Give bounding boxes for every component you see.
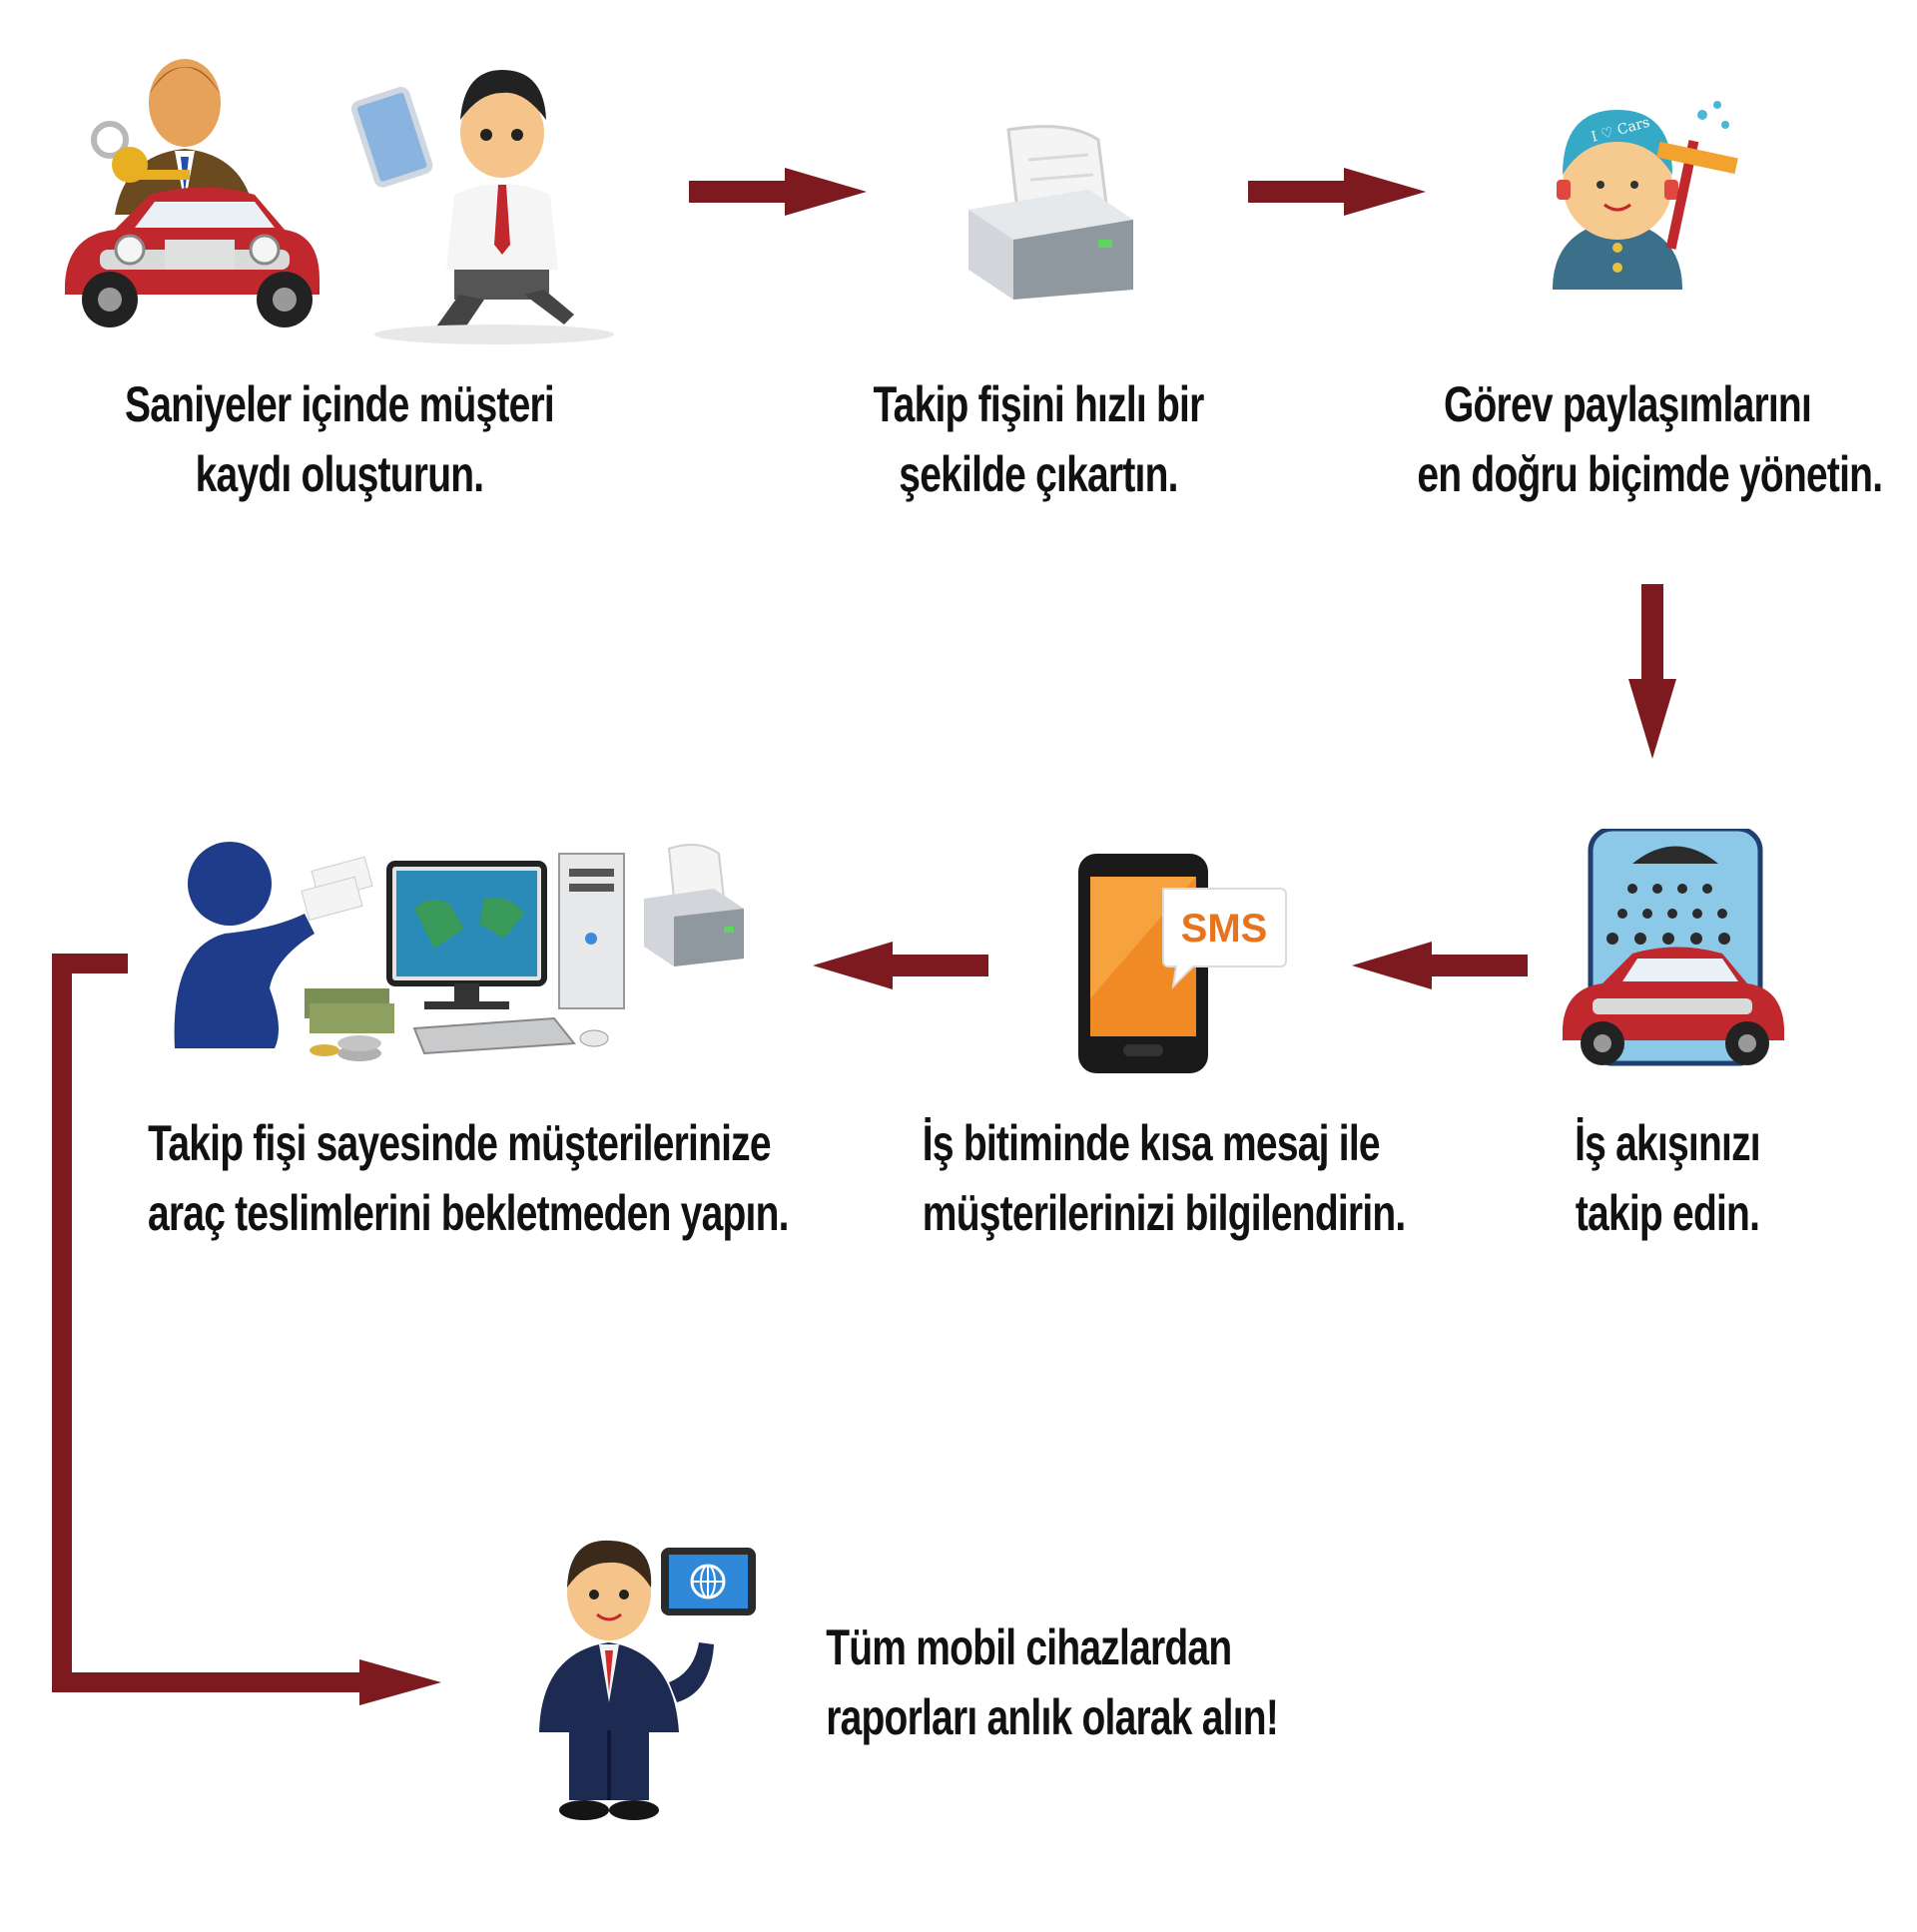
step-tasks: Görev paylaşımlarını en doğru biçimde yö… <box>1358 369 1897 509</box>
register-illustration <box>55 45 614 344</box>
arrow-right-2 <box>1248 168 1426 216</box>
step-register-line2: kaydı oluşturun. <box>195 446 485 502</box>
step-workflow-line1: İş akışınızı <box>1575 1115 1761 1171</box>
car-wash-station-icon <box>1563 829 1784 1066</box>
step-tasks-line2: en doğru biçimde yönetin. <box>1417 446 1883 502</box>
reports-illustration <box>519 1533 759 1832</box>
step-workflow: İş akışınızı takip edin. <box>1488 1108 1847 1248</box>
arrow-elbow-to-reports <box>52 954 441 1705</box>
step-reports: Tüm mobil cihazlardan raporları anlık ol… <box>769 1612 1288 1752</box>
customer-with-car-and-clerk-icon <box>65 59 614 344</box>
step-ticket-line1: Takip fişini hızlı bir <box>873 376 1205 432</box>
step-register: Saniyeler içinde müşteri kaydı oluşturun… <box>40 369 639 509</box>
delivery-illustration <box>165 839 764 1068</box>
step-sms-line1: İş bitiminde kısa mesaj ile <box>922 1115 1381 1171</box>
businessman-with-tablet-icon <box>539 1540 756 1820</box>
step-ticket-line2: şekilde çıkartın. <box>899 446 1178 502</box>
desk-computer-cash-printer-icon <box>174 842 744 1061</box>
arrow-left-2 <box>813 942 988 989</box>
step-tasks-line1: Görev paylaşımlarını <box>1443 376 1812 432</box>
step-reports-line1: Tüm mobil cihazlardan <box>826 1619 1232 1675</box>
step-delivery-line2: araç teslimlerini bekletmeden yapın. <box>148 1185 789 1241</box>
tasks-illustration: I ♡ Cars <box>1543 80 1742 290</box>
step-workflow-line2: takip edin. <box>1575 1185 1760 1241</box>
car-wash-worker-icon: I ♡ Cars <box>1553 101 1738 290</box>
workflow-illustration <box>1563 829 1792 1068</box>
arrow-left-1 <box>1352 942 1528 989</box>
step-register-line1: Saniyeler içinde müşteri <box>125 376 555 432</box>
sms-badge: SMS <box>1181 907 1268 951</box>
step-reports-line2: raporları anlık olarak alın! <box>826 1689 1279 1745</box>
arrow-down <box>1628 584 1676 759</box>
step-delivery: Takip fişi sayesinde müşterilerinize ara… <box>60 1108 859 1248</box>
step-sms: İş bitiminde kısa mesaj ile müşterilerin… <box>859 1108 1438 1248</box>
step-delivery-line1: Takip fişi sayesinde müşterilerinize <box>148 1115 771 1171</box>
ticket-illustration <box>958 120 1138 300</box>
step-ticket: Takip fişini hızlı bir şekilde çıkartın. <box>789 369 1288 509</box>
sms-illustration: SMS <box>1068 849 1288 1078</box>
receipt-printer-icon <box>968 125 1133 300</box>
smartphone-sms-icon: SMS <box>1078 854 1287 1073</box>
arrow-right-1 <box>689 168 867 216</box>
step-sms-line2: müşterilerinizi bilgilendirin. <box>922 1185 1406 1241</box>
